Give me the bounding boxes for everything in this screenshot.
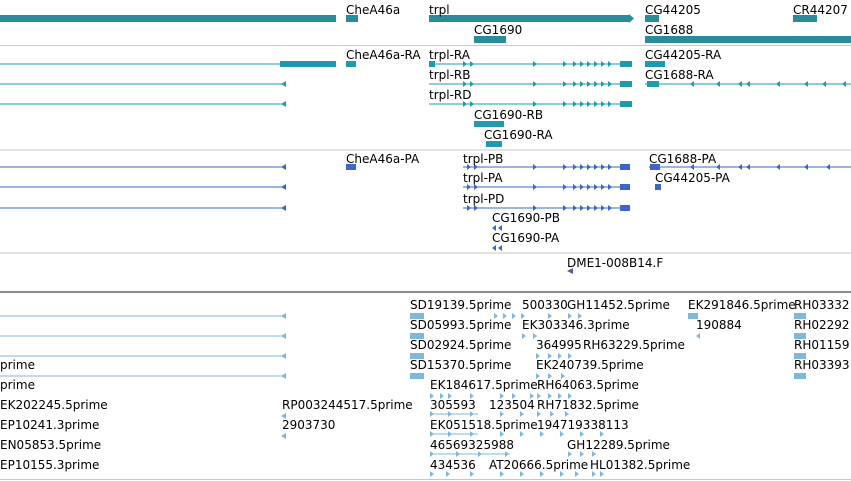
est-label[interactable]: SD15370.5prime	[410, 358, 512, 372]
est-label[interactable]: RP003244517.5prime	[282, 398, 413, 412]
est-label[interactable]: 194719338113	[537, 418, 629, 432]
gene-label[interactable]: trpl	[429, 3, 450, 17]
est-label[interactable]: SD19139.5prime	[410, 298, 512, 312]
est-label[interactable]: 364995	[536, 338, 582, 352]
protein-label[interactable]: trpl-PA	[463, 171, 503, 185]
protein-label[interactable]: CheA46a-PA	[346, 152, 420, 166]
est-label[interactable]: RH71832.5prime	[537, 398, 639, 412]
transcript-label[interactable]: CG1690-RB	[474, 108, 544, 122]
protein-label[interactable]: CG1688-PA	[649, 152, 717, 166]
transcript-label[interactable]: CheA46a-RA	[346, 48, 421, 62]
other-feature-label[interactable]: DME1-008B14.F	[567, 256, 664, 270]
est-label[interactable]: EK202245.5prime	[0, 398, 108, 412]
est-label[interactable]: EK303346.3prime	[522, 318, 630, 332]
est-label[interactable]: prime	[0, 358, 35, 372]
est-label[interactable]: 123504	[489, 398, 535, 412]
est-label[interactable]: GH12289.5prime	[567, 438, 670, 452]
gene-label[interactable]: CG44205	[645, 3, 701, 17]
transcript-label[interactable]: CG1690-RA	[484, 128, 553, 142]
est-label[interactable]: RH01159	[794, 338, 850, 352]
est-label[interactable]: 46569325988	[430, 438, 514, 452]
est-label[interactable]: GH11452.5prime	[567, 298, 670, 312]
gene-bar[interactable]	[0, 15, 336, 22]
gene-arrow	[629, 14, 634, 23]
track-separator	[0, 45, 851, 46]
est-label[interactable]: 305593	[430, 398, 476, 412]
est-label[interactable]: HL01382.5prime	[590, 458, 691, 472]
est-label[interactable]: 434536	[430, 458, 476, 472]
gene-bar[interactable]	[645, 15, 659, 22]
gene-label[interactable]: CG1690	[474, 23, 523, 37]
gene-bar[interactable]	[346, 15, 358, 22]
protein-track	[0, 164, 851, 251]
est-label[interactable]: EK051518.5prime	[430, 418, 538, 432]
gene-label[interactable]: CheA46a	[346, 3, 401, 17]
gene-bar[interactable]	[645, 36, 851, 43]
est-label[interactable]: RH03332	[794, 298, 850, 312]
transcript-label[interactable]: CG44205-RA	[645, 48, 722, 62]
est-label[interactable]: EK184617.5prime	[430, 378, 538, 392]
track-separator	[0, 291, 851, 293]
protein-label[interactable]: CG1690-PA	[492, 231, 560, 245]
est-label[interactable]: EK240739.5prime	[536, 358, 644, 372]
transcript-label[interactable]: trpl-RA	[429, 48, 470, 62]
est-label[interactable]: SD02924.5prime	[410, 338, 512, 352]
transcript-track	[0, 61, 851, 147]
est-track	[0, 313, 806, 477]
gene-bar[interactable]	[429, 15, 629, 22]
gene-label[interactable]: CR44207	[793, 3, 848, 17]
est-label[interactable]: AT20666.5prime	[489, 458, 589, 472]
transcript-label[interactable]: trpl-RD	[429, 88, 472, 102]
est-label[interactable]: EP10241.3prime	[0, 418, 100, 432]
est-label[interactable]: EN05853.5prime	[0, 438, 102, 452]
est-label[interactable]: SD05993.5prime	[410, 318, 512, 332]
gene-bar[interactable]	[793, 15, 817, 22]
protein-label[interactable]: CG1690-PB	[492, 211, 561, 225]
transcript-label[interactable]: CG1688-RA	[645, 68, 714, 82]
protein-label[interactable]: trpl-PB	[463, 152, 504, 166]
est-label[interactable]: 500330	[522, 298, 568, 312]
est-label[interactable]: RH02292	[794, 318, 850, 332]
est-label[interactable]: RH03393	[794, 358, 850, 372]
est-label[interactable]: 190884	[696, 318, 742, 332]
gene-track	[0, 14, 851, 43]
transcript-label[interactable]: trpl-RB	[429, 68, 471, 82]
other-feature[interactable]	[567, 268, 573, 274]
est-label[interactable]: EK291846.5prime	[688, 298, 796, 312]
protein-label[interactable]: CG44205-PA	[655, 171, 730, 185]
gene-bar[interactable]	[474, 36, 506, 43]
track-separator	[0, 479, 851, 480]
est-label[interactable]: 2903730	[282, 418, 336, 432]
gene-label[interactable]: CG1688	[645, 23, 694, 37]
est-label[interactable]: RH64063.5prime	[537, 378, 639, 392]
est-label[interactable]: prime	[0, 378, 35, 392]
est-label[interactable]: RH63229.5prime	[583, 338, 685, 352]
est-label[interactable]: EP10155.3prime	[0, 458, 100, 472]
protein-label[interactable]: trpl-PD	[463, 192, 505, 206]
